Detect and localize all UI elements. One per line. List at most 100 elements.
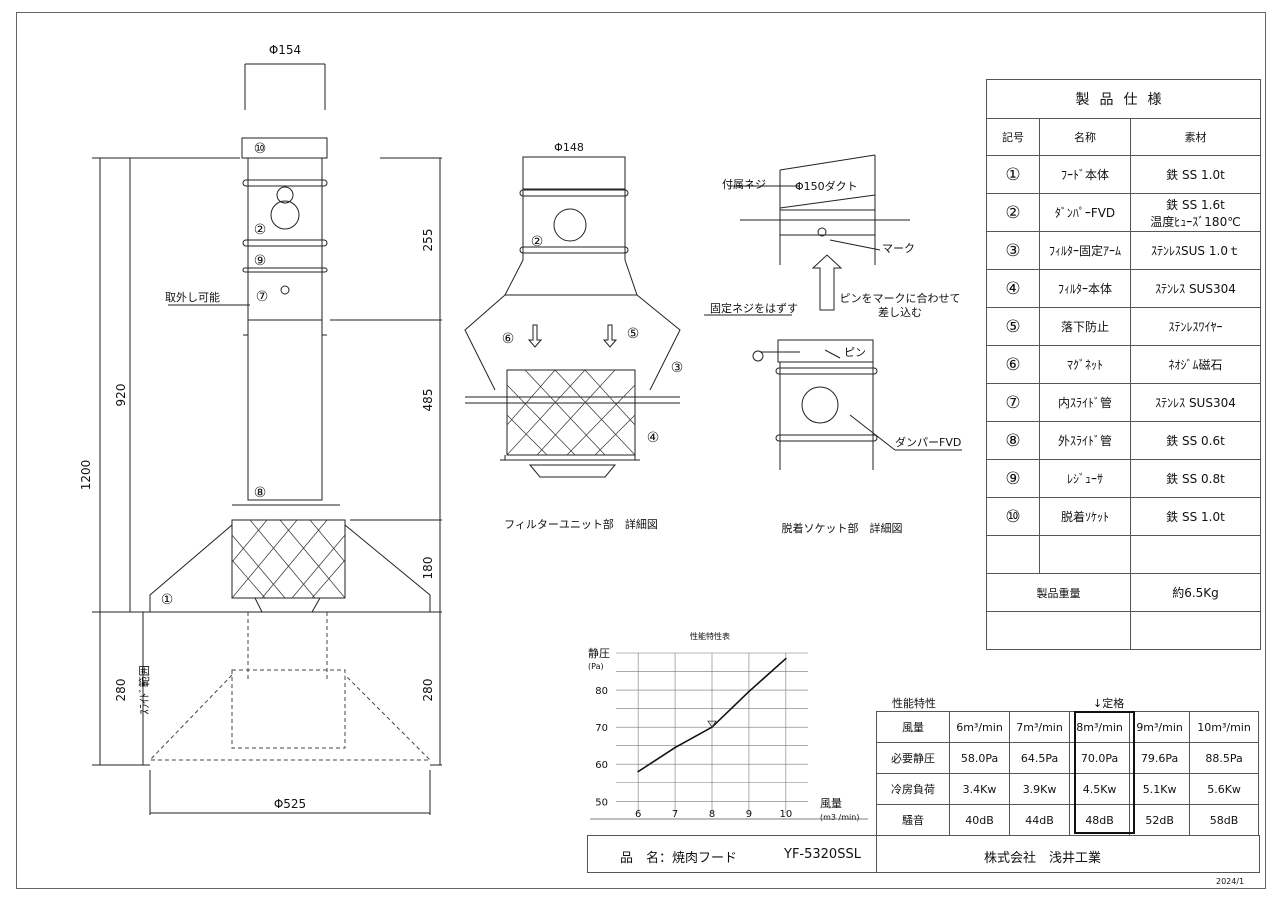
performance-cell: 40dB bbox=[948, 804, 1011, 836]
spec-material: 鉄 SS 0.8t bbox=[1130, 459, 1261, 498]
chart-ytick: 70 bbox=[595, 723, 608, 734]
label-duct: Φ150ダクト bbox=[795, 179, 858, 193]
label-remove-screw: 固定ネジをはずす bbox=[710, 301, 798, 315]
performance-row-label: 騒音 bbox=[876, 804, 950, 836]
product-name: 品 名：焼肉フード bbox=[620, 851, 738, 866]
spec-symbol: ⑤ bbox=[986, 307, 1040, 346]
performance-cell: 64.5Pa bbox=[1009, 742, 1071, 774]
spec-symbol: ⑨ bbox=[986, 459, 1040, 498]
label-screw: 付属ネジ bbox=[722, 178, 766, 191]
spec-symbol: ⑧ bbox=[986, 421, 1040, 460]
spec-material-text: ﾈｵｼﾞﾑ磁石 bbox=[1168, 358, 1223, 372]
spec-material-text: 鉄 SS 0.8t bbox=[1166, 472, 1225, 486]
chart-title: 性能特性表 bbox=[690, 631, 730, 641]
chart-xunit: (m3 /min) bbox=[820, 813, 859, 822]
company-name: 株式会社 浅井工業 bbox=[984, 851, 1102, 866]
chart-xlabel: 風量 bbox=[820, 797, 842, 810]
spec-name: ﾚｼﾞｭｰｻ bbox=[1039, 459, 1131, 498]
spec-name: 落下防止 bbox=[1039, 307, 1131, 346]
performance-cell: 9m³/min bbox=[1129, 711, 1191, 743]
spec-symbol: ② bbox=[986, 193, 1040, 232]
spec-material-text: 鉄 SS 1.6t bbox=[1166, 197, 1225, 212]
chart-xtick: 6 bbox=[635, 809, 641, 820]
spec-material-text: 鉄 SS 1.0t bbox=[1166, 168, 1225, 182]
spec-material-text: ｽﾃﾝﾚｽ SUS304 bbox=[1155, 396, 1236, 410]
callout-9: ⑨ bbox=[254, 253, 267, 269]
performance-cell: 8m³/min bbox=[1069, 711, 1131, 743]
spec-name: 外ｽﾗｲﾄﾞ管 bbox=[1039, 421, 1131, 460]
label-insert-2: 差し込む bbox=[878, 305, 922, 319]
callout-1: ① bbox=[161, 592, 174, 608]
spec-header-material: 素材 bbox=[1130, 118, 1261, 156]
performance-cell: 58dB bbox=[1189, 804, 1259, 836]
product-model: YF-5320SSL bbox=[784, 847, 861, 862]
spec-name: 脱着ｿｹｯﾄ bbox=[1039, 497, 1131, 536]
chart-ytick: 60 bbox=[595, 760, 608, 771]
spec-material: 鉄 SS 0.6t bbox=[1130, 421, 1261, 460]
dim-180: 180 bbox=[421, 557, 435, 580]
chart-point bbox=[748, 690, 750, 693]
performance-cell: 58.0Pa bbox=[948, 742, 1011, 774]
spec-name: ﾌｨﾙﾀｰ本体 bbox=[1039, 269, 1131, 308]
performance-cell: 88.5Pa bbox=[1189, 742, 1259, 774]
spec-symbol: ⑥ bbox=[986, 345, 1040, 384]
performance-cell: 10m³/min bbox=[1189, 711, 1259, 743]
spec-title: 製品仕様 bbox=[986, 79, 1261, 119]
spec-material-text: ｽﾃﾝﾚｽﾜｲﾔｰ bbox=[1168, 320, 1223, 334]
dim-bottom-diameter: Φ525 bbox=[274, 797, 306, 811]
filter-callout-4: ④ bbox=[647, 430, 660, 446]
spec-symbol: ⑩ bbox=[986, 497, 1040, 536]
drawing-date: 2024/1 bbox=[1216, 877, 1245, 886]
label-removable: 取外し可能 bbox=[165, 290, 220, 304]
spec-name: ﾏｸﾞﾈｯﾄ bbox=[1039, 345, 1131, 384]
chart-xtick: 8 bbox=[709, 809, 715, 820]
label-damper: ダンパーFVD bbox=[895, 435, 961, 449]
performance-cell: 3.4Kw bbox=[948, 773, 1011, 805]
performance-cell: 3.9Kw bbox=[1009, 773, 1071, 805]
main-elevation-drawing: Φ154 ⑩ ② ⑨ ⑦ ⑧ ① 取外し可能 1200 920 280 ｽﾗｲﾄ… bbox=[79, 43, 442, 815]
performance-cell: 6m³/min bbox=[948, 711, 1011, 743]
spec-name: ﾌｰﾄﾞ本体 bbox=[1039, 155, 1131, 194]
label-mark: マーク bbox=[882, 242, 915, 255]
weight-label: 製品重量 bbox=[986, 573, 1131, 612]
rated-label: ↓定格 bbox=[1093, 697, 1125, 710]
spec-material-text: 鉄 SS 1.0t bbox=[1166, 510, 1225, 524]
spec-name: ﾀﾞﾝﾊﾟｰFVD bbox=[1039, 193, 1131, 232]
drawing-frame bbox=[16, 12, 1266, 889]
spec-name: ﾌｨﾙﾀｰ固定ｱｰﾑ bbox=[1039, 231, 1131, 270]
spec-symbol: ④ bbox=[986, 269, 1040, 308]
chart-point bbox=[637, 770, 639, 773]
chart-yunit: (Pa) bbox=[588, 662, 604, 671]
performance-cell: 52dB bbox=[1129, 804, 1191, 836]
spec-material: 鉄 SS 1.0t bbox=[1130, 155, 1261, 194]
chart-ytick: 80 bbox=[595, 686, 608, 697]
spec-symbol: ① bbox=[986, 155, 1040, 194]
spec-name: 内ｽﾗｲﾄﾞ管 bbox=[1039, 383, 1131, 422]
spec-material: ｽﾃﾝﾚｽ SUS304 bbox=[1130, 269, 1261, 308]
performance-row-label: 必要静圧 bbox=[876, 742, 950, 774]
performance-cell: 44dB bbox=[1009, 804, 1071, 836]
chart-xtick: 9 bbox=[746, 809, 752, 820]
spec-material: ｽﾃﾝﾚｽSUS 1.0ｔ bbox=[1130, 231, 1261, 270]
filter-detail-caption: フィルターユニット部 詳細図 bbox=[504, 517, 658, 531]
spec-material-text: ｽﾃﾝﾚｽ SUS304 bbox=[1155, 282, 1236, 296]
dim-top-diameter: Φ154 bbox=[269, 43, 301, 57]
filter-unit-detail: Φ148 ② ⑤ ⑥ ③ ④ フィルターユニット部 詳細図 bbox=[464, 141, 684, 531]
spec-material: 鉄 SS 1.0t bbox=[1130, 497, 1261, 536]
filter-callout-6: ⑥ bbox=[502, 331, 515, 347]
callout-7: ⑦ bbox=[256, 289, 269, 305]
dim-255: 255 bbox=[421, 229, 435, 252]
filter-callout-3: ③ bbox=[671, 360, 684, 376]
